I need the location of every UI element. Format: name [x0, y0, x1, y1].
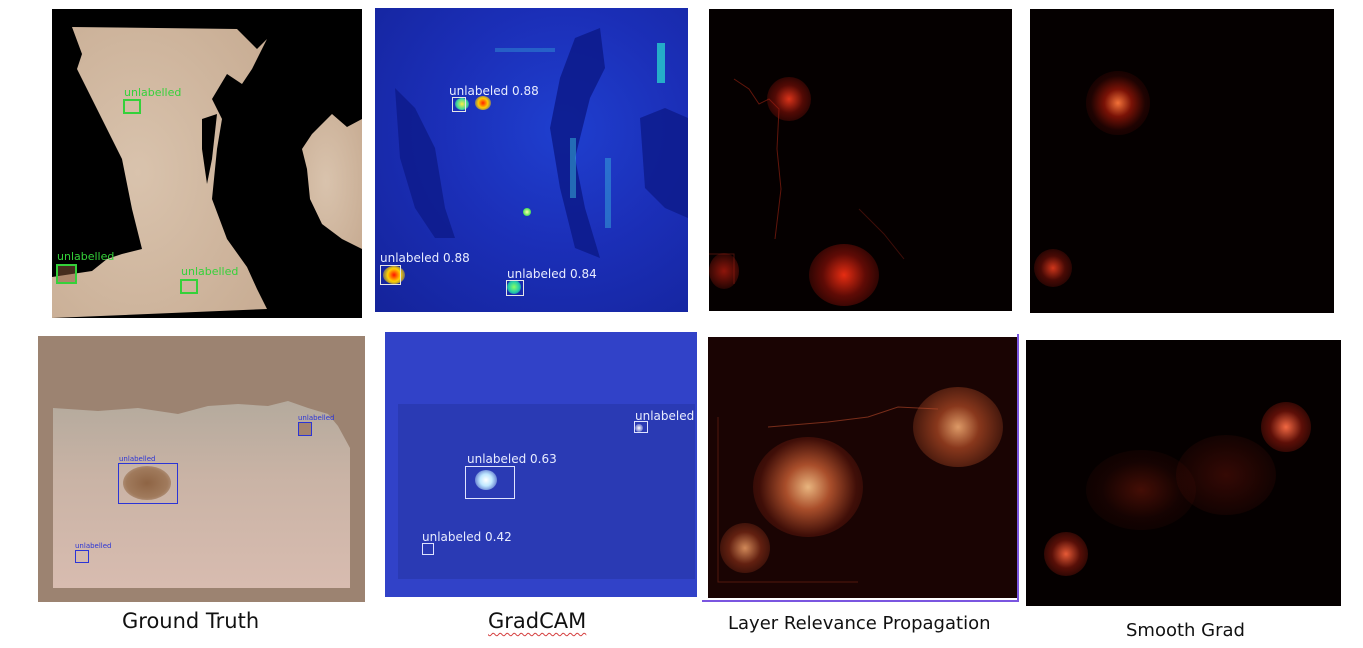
- gt-box-1: [123, 99, 141, 114]
- gradient-spot: [1044, 532, 1088, 576]
- gradient-spot: [1086, 450, 1196, 530]
- lrp-image-2: [708, 337, 1017, 598]
- heat-spot: [523, 208, 531, 216]
- heat-spot: [507, 280, 521, 294]
- lrp-edge-traces: [717, 406, 939, 583]
- gradcam-box-2: [380, 265, 401, 285]
- caption-gradcam: GradCAM: [488, 609, 587, 633]
- gradcam-label-1: unlabeled: [635, 409, 695, 423]
- lrp-frame-right-edge: [1017, 334, 1019, 602]
- gt-box-2: [118, 463, 178, 504]
- lesion: [123, 466, 171, 500]
- gradcam-box-3: [506, 280, 524, 296]
- relevance-spot: [753, 437, 863, 537]
- heat-spot: [635, 424, 643, 432]
- relevance-spot: [767, 77, 811, 121]
- heat-spot: [475, 96, 491, 110]
- gradcam-image-1: unlabeled 0.88 unlabeled 0.88 unlabeled …: [375, 8, 688, 312]
- caption-smooth-grad: Smooth Grad: [1126, 620, 1245, 641]
- gradient-spot: [1034, 249, 1072, 287]
- skin-region-overlay: [398, 404, 695, 579]
- gradcam-label-3: unlabeled 0.42: [422, 530, 512, 544]
- gradcam-image-2: unlabeled unlabeled 0.63 unlabeled 0.42: [385, 332, 697, 597]
- gt-box-3: [75, 550, 89, 563]
- gt-label-3: unlabelled: [181, 265, 239, 278]
- gradcam-heat-shapes: [395, 28, 688, 258]
- lrp-frame-bottom-edge: [702, 600, 1019, 602]
- skin-region: [53, 401, 350, 588]
- gradcam-box-3: [422, 543, 434, 555]
- caption-ground-truth: Ground Truth: [122, 609, 260, 633]
- gt-image-1: unlabelled unlabelled unlabelled: [52, 9, 362, 318]
- gt-label-2: unlabelled: [57, 250, 115, 263]
- gt-label-3: unlabelled: [75, 542, 112, 550]
- gradcam-label-1: unlabeled 0.88: [449, 84, 539, 98]
- gt-label-1: unlabelled: [298, 414, 335, 422]
- heat-spot: [383, 266, 405, 284]
- gradcam-box-1: [634, 421, 648, 433]
- relevance-spot: [709, 253, 739, 289]
- caption-lrp: Layer Relevance Propagation: [728, 613, 991, 634]
- relevance-spot: [720, 523, 770, 573]
- gradcam-box-2: [465, 466, 515, 499]
- gt-label-2: unlabelled: [119, 455, 156, 463]
- skin-mask-shape: [52, 27, 362, 318]
- gradient-spot: [1261, 402, 1311, 452]
- heat-spot: [475, 470, 497, 490]
- relevance-spot: [913, 387, 1003, 467]
- gradient-spot: [1176, 435, 1276, 515]
- gt-label-1: unlabelled: [124, 86, 182, 99]
- gt-box-2: [56, 264, 77, 284]
- gradient-spot: [1086, 71, 1150, 135]
- gradcam-label-2: unlabeled 0.88: [380, 251, 470, 265]
- relevance-spot: [809, 244, 879, 306]
- gradcam-label-2: unlabeled 0.63: [467, 452, 557, 466]
- smoothgrad-image-1: [1030, 9, 1334, 313]
- lrp-image-1: [709, 9, 1012, 311]
- gradcam-label-3: unlabeled 0.84: [507, 267, 597, 281]
- gt-box-3: [180, 279, 198, 294]
- gt-box-1: [298, 422, 312, 436]
- gt-image-2: unlabelled unlabelled unlabelled: [38, 336, 365, 602]
- smoothgrad-image-2: [1026, 340, 1341, 606]
- gradcam-box-1: [452, 97, 466, 112]
